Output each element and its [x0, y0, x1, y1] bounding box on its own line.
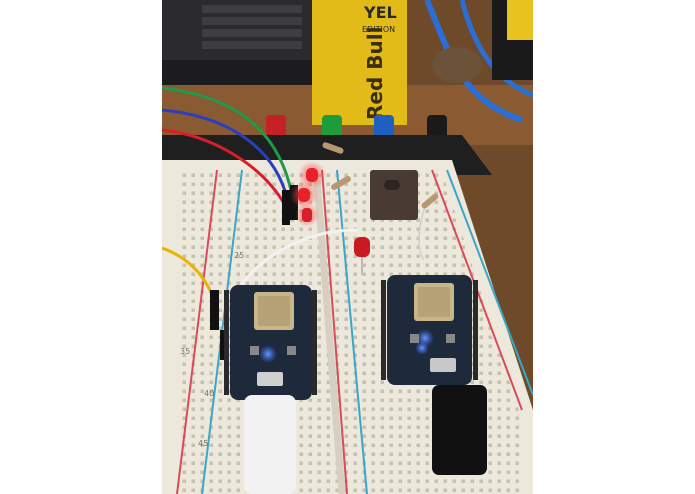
energy-drink-can: YEL EDITION Red Bull: [312, 0, 407, 125]
row-number-labels: 25 30 35 40 45: [180, 251, 244, 448]
row-number-45: 45: [198, 439, 208, 448]
can-partial-word: YEL: [363, 3, 397, 22]
laptop-keys: [202, 5, 302, 49]
ic-chip: [370, 170, 418, 220]
photon-board-right: [387, 275, 487, 475]
row-number-25: 25: [234, 251, 244, 260]
green-wire: [162, 86, 294, 196]
photo-scene: YEL EDITION Red Bull 25 30 35 40 45: [162, 0, 533, 494]
wire-header-1: [282, 190, 290, 225]
red-wire: [162, 128, 287, 206]
red-leds: [290, 161, 370, 275]
breadboard-photo: YEL EDITION Red Bull 25 30 35 40 45: [162, 0, 533, 494]
row-number-35: 35: [180, 347, 190, 356]
header-pins: [224, 280, 478, 395]
row-number-40: 40: [204, 389, 214, 398]
center-channel: [313, 179, 346, 494]
resistors: [322, 142, 439, 209]
yellow-wire: [162, 246, 214, 296]
laptop-base: [162, 60, 312, 85]
wire-header-yellow: [210, 290, 219, 330]
blue-wire: [162, 108, 289, 199]
clutter-bag: [432, 47, 482, 83]
can-brand-label: Red Bull: [363, 27, 387, 120]
usb-cable-black: [432, 385, 487, 475]
usb-port-right: [430, 358, 456, 372]
can-edition-label: EDITION: [362, 25, 395, 34]
photon-board-left: [230, 285, 312, 494]
usb-cable-white: [244, 395, 296, 494]
status-led-left: [259, 345, 277, 363]
usb-port-left: [257, 372, 283, 386]
red-led-large: [354, 237, 370, 257]
row-number-30: 30: [224, 303, 234, 312]
